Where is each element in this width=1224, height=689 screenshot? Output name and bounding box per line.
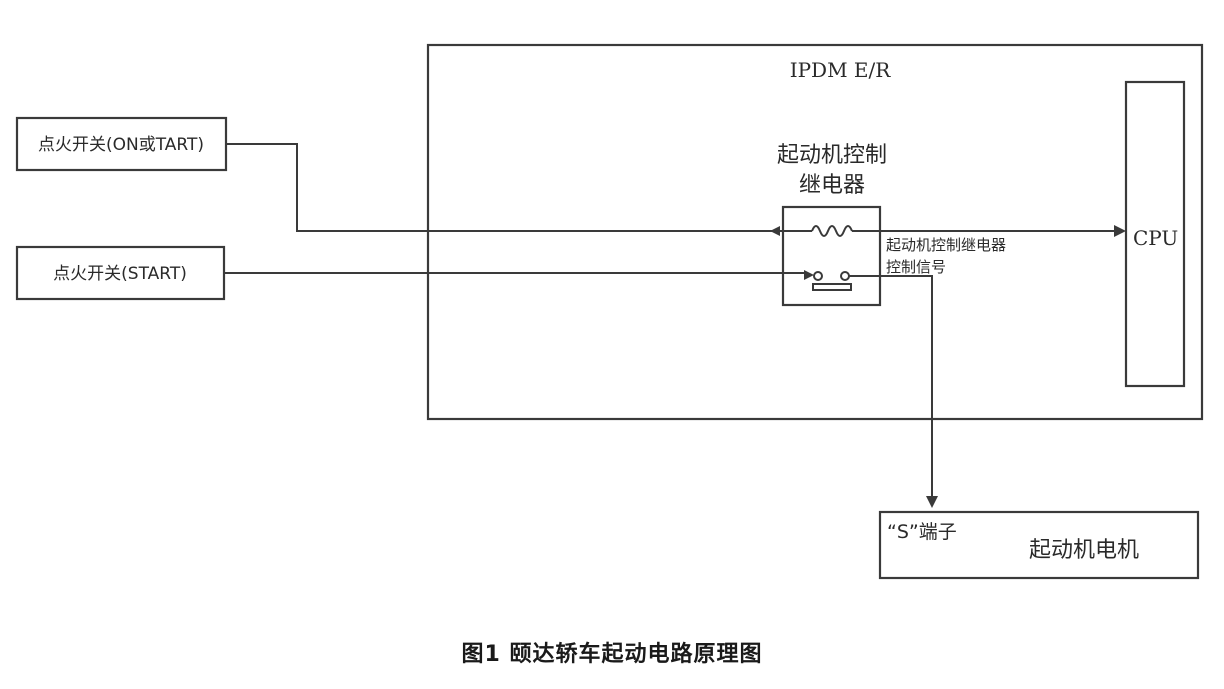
wire-ignition-on [226, 143, 812, 232]
ignition-on-label: 点火开关(ON或TART) [38, 135, 204, 155]
ignition-on-box [15, 116, 228, 172]
starter-motor-box [878, 510, 1200, 580]
arrow-into-s-terminal [926, 496, 938, 508]
ignition-start-label: 点火开关(START) [53, 264, 187, 284]
arrow-into-relay-coil [770, 226, 780, 236]
arrow-into-relay-contact [804, 270, 814, 280]
relay-switch-bar [812, 283, 852, 291]
signal-label-line2: 控制信号 [886, 258, 946, 276]
arrow-into-cpu [1114, 225, 1126, 237]
figure-caption: 图1 颐达轿车起动电路原理图 [461, 642, 763, 667]
ipdm-label: IPDM E/R [790, 58, 892, 82]
wire-relay-to-s-terminal [849, 275, 933, 500]
relay-contact-left [813, 271, 823, 281]
relay-title-line2: 继电器 [799, 173, 865, 198]
s-terminal-label: “S”端子 [887, 521, 957, 543]
starter-motor-label: 起动机电机 [1029, 538, 1139, 563]
relay-box [781, 205, 882, 307]
cpu-box [1124, 80, 1186, 388]
relay-title-line1: 起动机控制 [777, 143, 887, 168]
signal-label-line1: 起动机控制继电器 [886, 236, 1006, 254]
cpu-label: CPU [1133, 226, 1178, 250]
relay-coil-symbol [811, 225, 853, 237]
